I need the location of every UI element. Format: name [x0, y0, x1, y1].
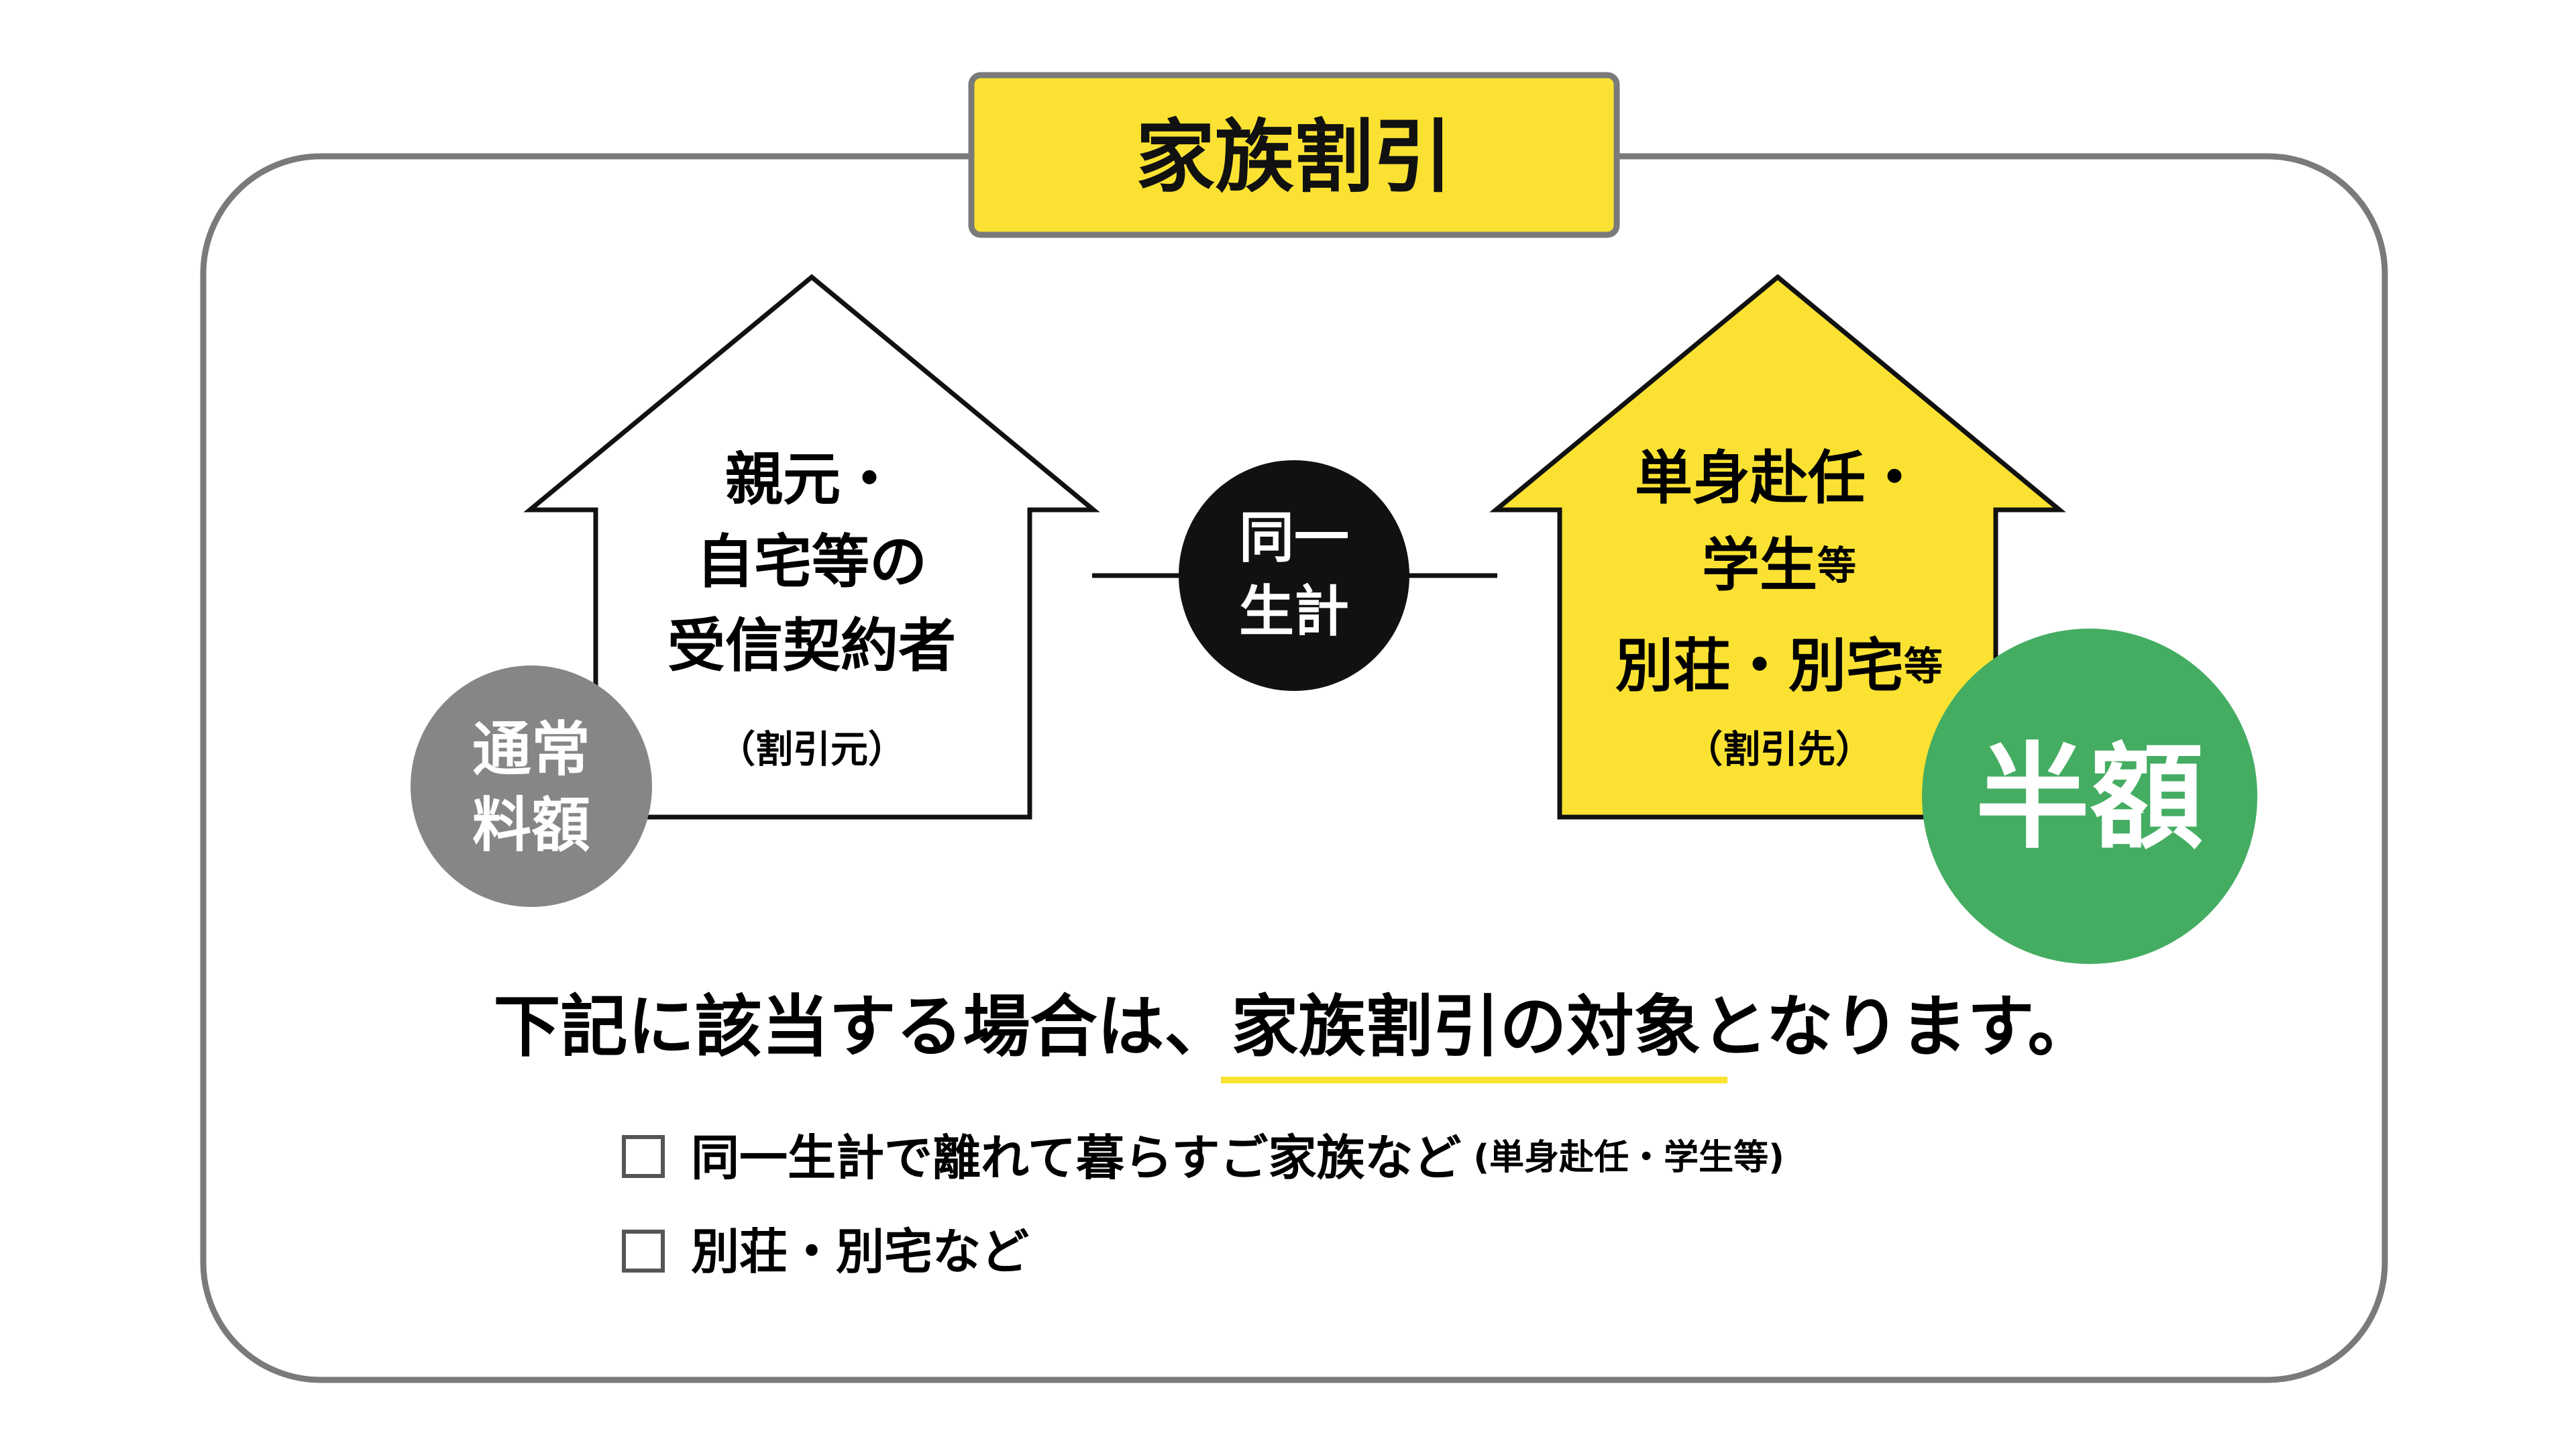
half-price-badge: 半額 — [1922, 629, 2257, 964]
target-house-line-2: 学生等 — [1702, 532, 1856, 599]
checkbox-1 — [622, 1135, 665, 1178]
source-house: 親元・ 自宅等の 受信契約者 （割引元） — [523, 274, 1100, 820]
normal-price-badge: 通常 料額 — [411, 665, 652, 907]
target-house-line-3-small: 等 — [1904, 643, 1943, 689]
checkbox-2 — [622, 1230, 665, 1273]
source-house-line-1: 親元・ — [725, 446, 898, 513]
source-house-shape — [523, 274, 1100, 820]
target-house-line-2-main: 学生 — [1702, 532, 1817, 599]
condition-text-2: 別荘・別宅など — [691, 1224, 1029, 1280]
statement-prefix: 下記に該当する場合は、 — [494, 987, 1232, 1066]
title-tab: 家族割引 — [968, 72, 1620, 238]
target-house-line-1: 単身赴任・ — [1635, 445, 1923, 512]
condition-item-2: 別荘・別宅など — [622, 1224, 1029, 1280]
target-house-line-2-small: 等 — [1817, 543, 1856, 588]
target-house: 単身赴任・ 学生等 別荘・別宅等 （割引先） — [1489, 274, 2066, 820]
statement-highlight: 家族割引の対象 — [1232, 987, 1701, 1066]
same-household-badge: 同一 生計 — [1179, 460, 1409, 691]
condition-1-main: 同一生計で離れて暮らすご家族など — [691, 1130, 1461, 1186]
statement-text: 下記に該当する場合は、家族割引の対象となります。 — [494, 987, 2095, 1066]
target-house-line-3-main: 別荘・別宅 — [1615, 633, 1904, 700]
target-house-line-3: 別荘・別宅等 — [1615, 633, 1943, 700]
source-house-line-2: 自宅等の — [696, 529, 927, 596]
half-price-text: 半額 — [1976, 732, 2204, 865]
same-household-line-2: 生計 — [1239, 580, 1349, 644]
half-price-circle — [1922, 629, 2257, 964]
target-house-role: （割引先） — [1685, 729, 1873, 772]
normal-price-line-1: 通常 — [472, 715, 590, 784]
condition-text-1: 同一生計で離れて暮らすご家族など (単身赴任・学生等) — [691, 1130, 1784, 1186]
source-house-role: （割引元） — [718, 729, 906, 772]
title-box — [968, 72, 1620, 238]
condition-item-1: 同一生計で離れて暮らすご家族など (単身赴任・学生等) — [622, 1130, 1784, 1186]
title-text: 家族割引 — [1136, 111, 1452, 203]
same-household-circle — [1179, 460, 1409, 691]
source-house-line-3: 受信契約者 — [667, 612, 956, 680]
normal-price-line-2: 料額 — [472, 791, 590, 860]
statement-suffix: となります。 — [1701, 987, 2095, 1066]
normal-price-circle — [411, 665, 652, 907]
target-house-shape — [1489, 274, 2066, 820]
same-household-line-1: 同一 — [1239, 506, 1349, 570]
condition-1-note: (単身赴任・学生等) — [1473, 1138, 1784, 1178]
